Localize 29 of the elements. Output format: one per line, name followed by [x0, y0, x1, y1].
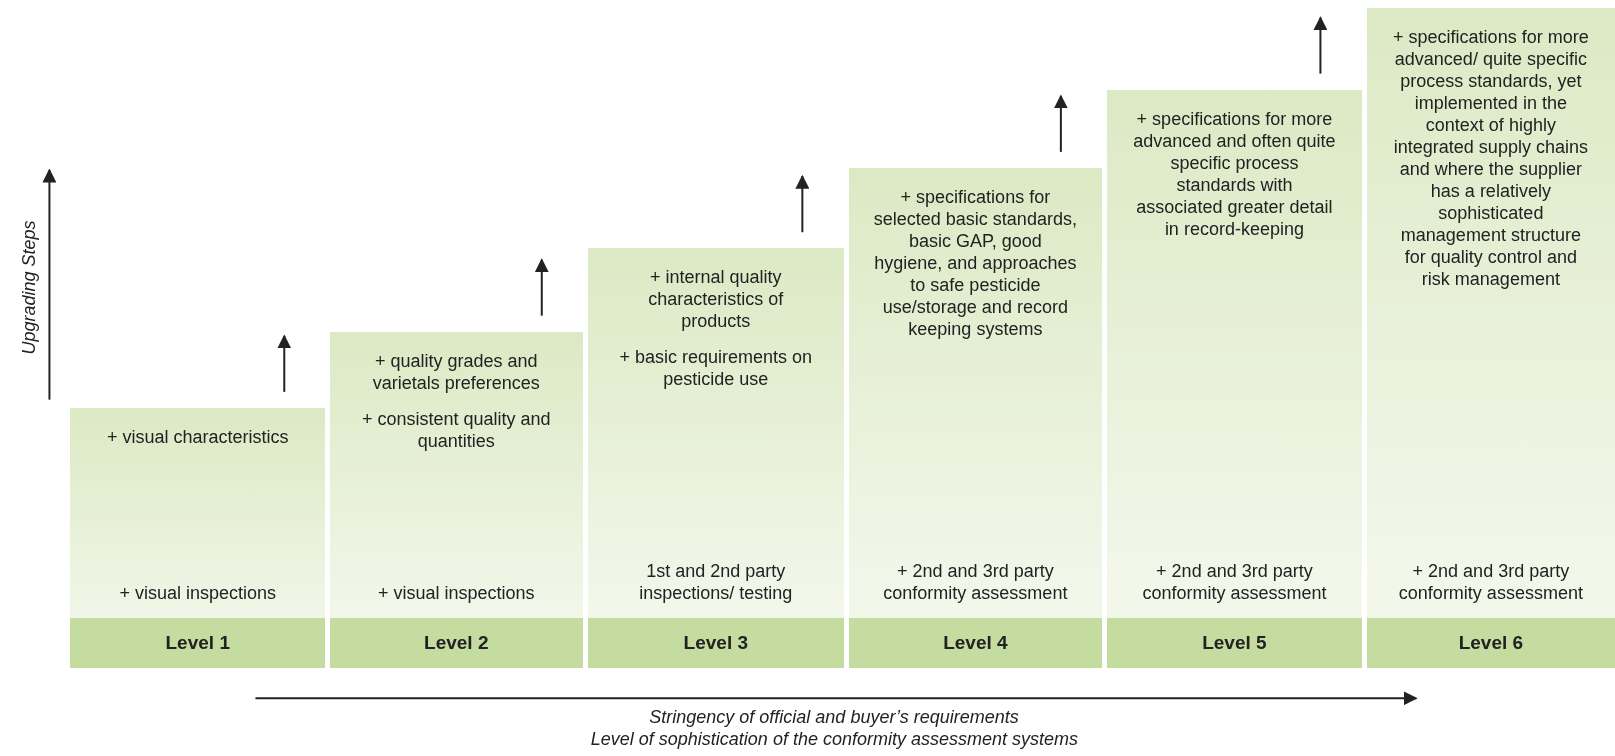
step-column	[848, 167, 1103, 668]
level-label: Level 3	[588, 617, 844, 668]
requirement-text: + specifications for more advanced/ quite specific process standards, yet implemented in the context of highly integrated supply chains and where the supplier has a relatively sophisticated management structure for quality control and risk management	[1392, 26, 1590, 291]
level-label: Level 6	[1366, 617, 1615, 668]
level-label: Level 2	[329, 617, 583, 668]
level-label: Level 1	[70, 617, 326, 668]
requirement-text: + specifications for selected basic standards, basic GAP, good hygiene, and approaches to safe pesticide use/storage and record keeping systems	[872, 185, 1078, 340]
step-column	[1107, 89, 1362, 668]
requirement-text: + 2nd and 3rd party conformity assessment	[1141, 559, 1328, 604]
level-label: Level 4	[848, 617, 1103, 668]
requirement-text: + consistent quality and quantities	[360, 407, 552, 452]
requirement-text: + specifications for more advanced and often quite specific process standards with associated greater detail in record-keeping	[1132, 107, 1337, 240]
requirement-text: + visual inspections	[376, 581, 536, 604]
requirement-text: 1st and 2nd party inspections/ testing	[638, 559, 794, 604]
level-label: Level 5	[1107, 617, 1362, 668]
requirement-text: + quality grades and varietals preferences	[371, 349, 541, 394]
requirement-text: + basic requirements on pesticide use	[618, 346, 814, 391]
step-column	[1366, 8, 1615, 668]
requirement-text: + 2nd and 3rd party conformity assessment	[882, 559, 1069, 604]
requirement-text: + 2nd and 3rd party conformity assessment	[1397, 559, 1584, 604]
requirement-text: + visual inspections	[118, 581, 278, 604]
step-column	[329, 331, 583, 668]
axis-label: Upgrading Steps	[18, 219, 40, 357]
step-column	[588, 248, 844, 668]
requirement-text: + visual characteristics	[105, 425, 290, 448]
axis-label: Stringency of official and buyer’s requirements	[649, 706, 1019, 728]
requirement-text: + internal quality characteristics of products	[647, 266, 785, 333]
step-column	[70, 407, 326, 668]
axis-label: Level of sophistication of the conformity assessment systems	[590, 728, 1078, 750]
